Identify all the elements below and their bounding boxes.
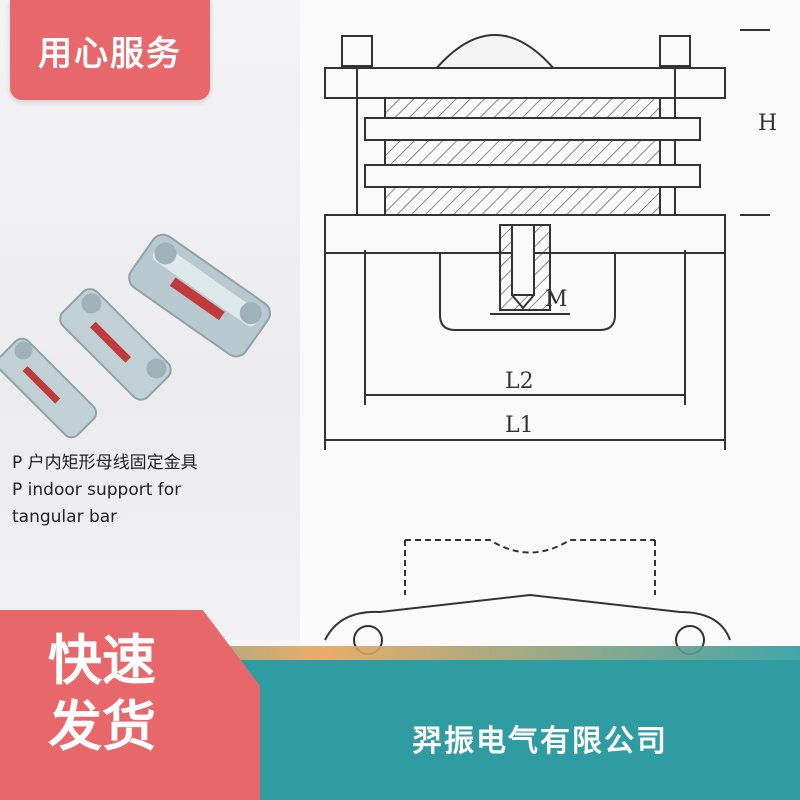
- small-clamp: [0, 337, 98, 439]
- dimension-label-l2: L2: [505, 369, 534, 394]
- medium-clamp: [59, 288, 172, 401]
- product-caption: P 户内矩形母线固定金具 P indoor support for tangul…: [12, 450, 302, 531]
- service-badge-label: 用心服务: [38, 33, 182, 74]
- service-badge: 用心服务: [10, 0, 210, 100]
- fast-delivery-line-1: 快速: [48, 629, 156, 692]
- technical-drawing: H M L2 L1: [324, 29, 777, 655]
- dimension-label-l1: L1: [505, 413, 534, 438]
- caption-line-chinese: P 户内矩形母线固定金具: [12, 453, 198, 473]
- product-photo: [0, 233, 271, 439]
- product-photo-panel: [0, 0, 300, 640]
- fast-delivery-line-2: 发货: [48, 695, 156, 758]
- caption-line-english-2: tangular bar: [12, 507, 118, 527]
- dimension-label-h: H: [758, 111, 777, 136]
- fast-delivery-text: 快速 发货: [48, 628, 208, 760]
- company-name: 羿振电气有限公司: [412, 724, 668, 759]
- large-clamp: [128, 233, 271, 358]
- fast-delivery-badge: [0, 610, 260, 800]
- caption-line-english-1: P indoor support for: [12, 480, 182, 500]
- technical-drawing-panel: H M L2 L1: [300, 0, 800, 660]
- dimension-label-m: M: [545, 287, 568, 312]
